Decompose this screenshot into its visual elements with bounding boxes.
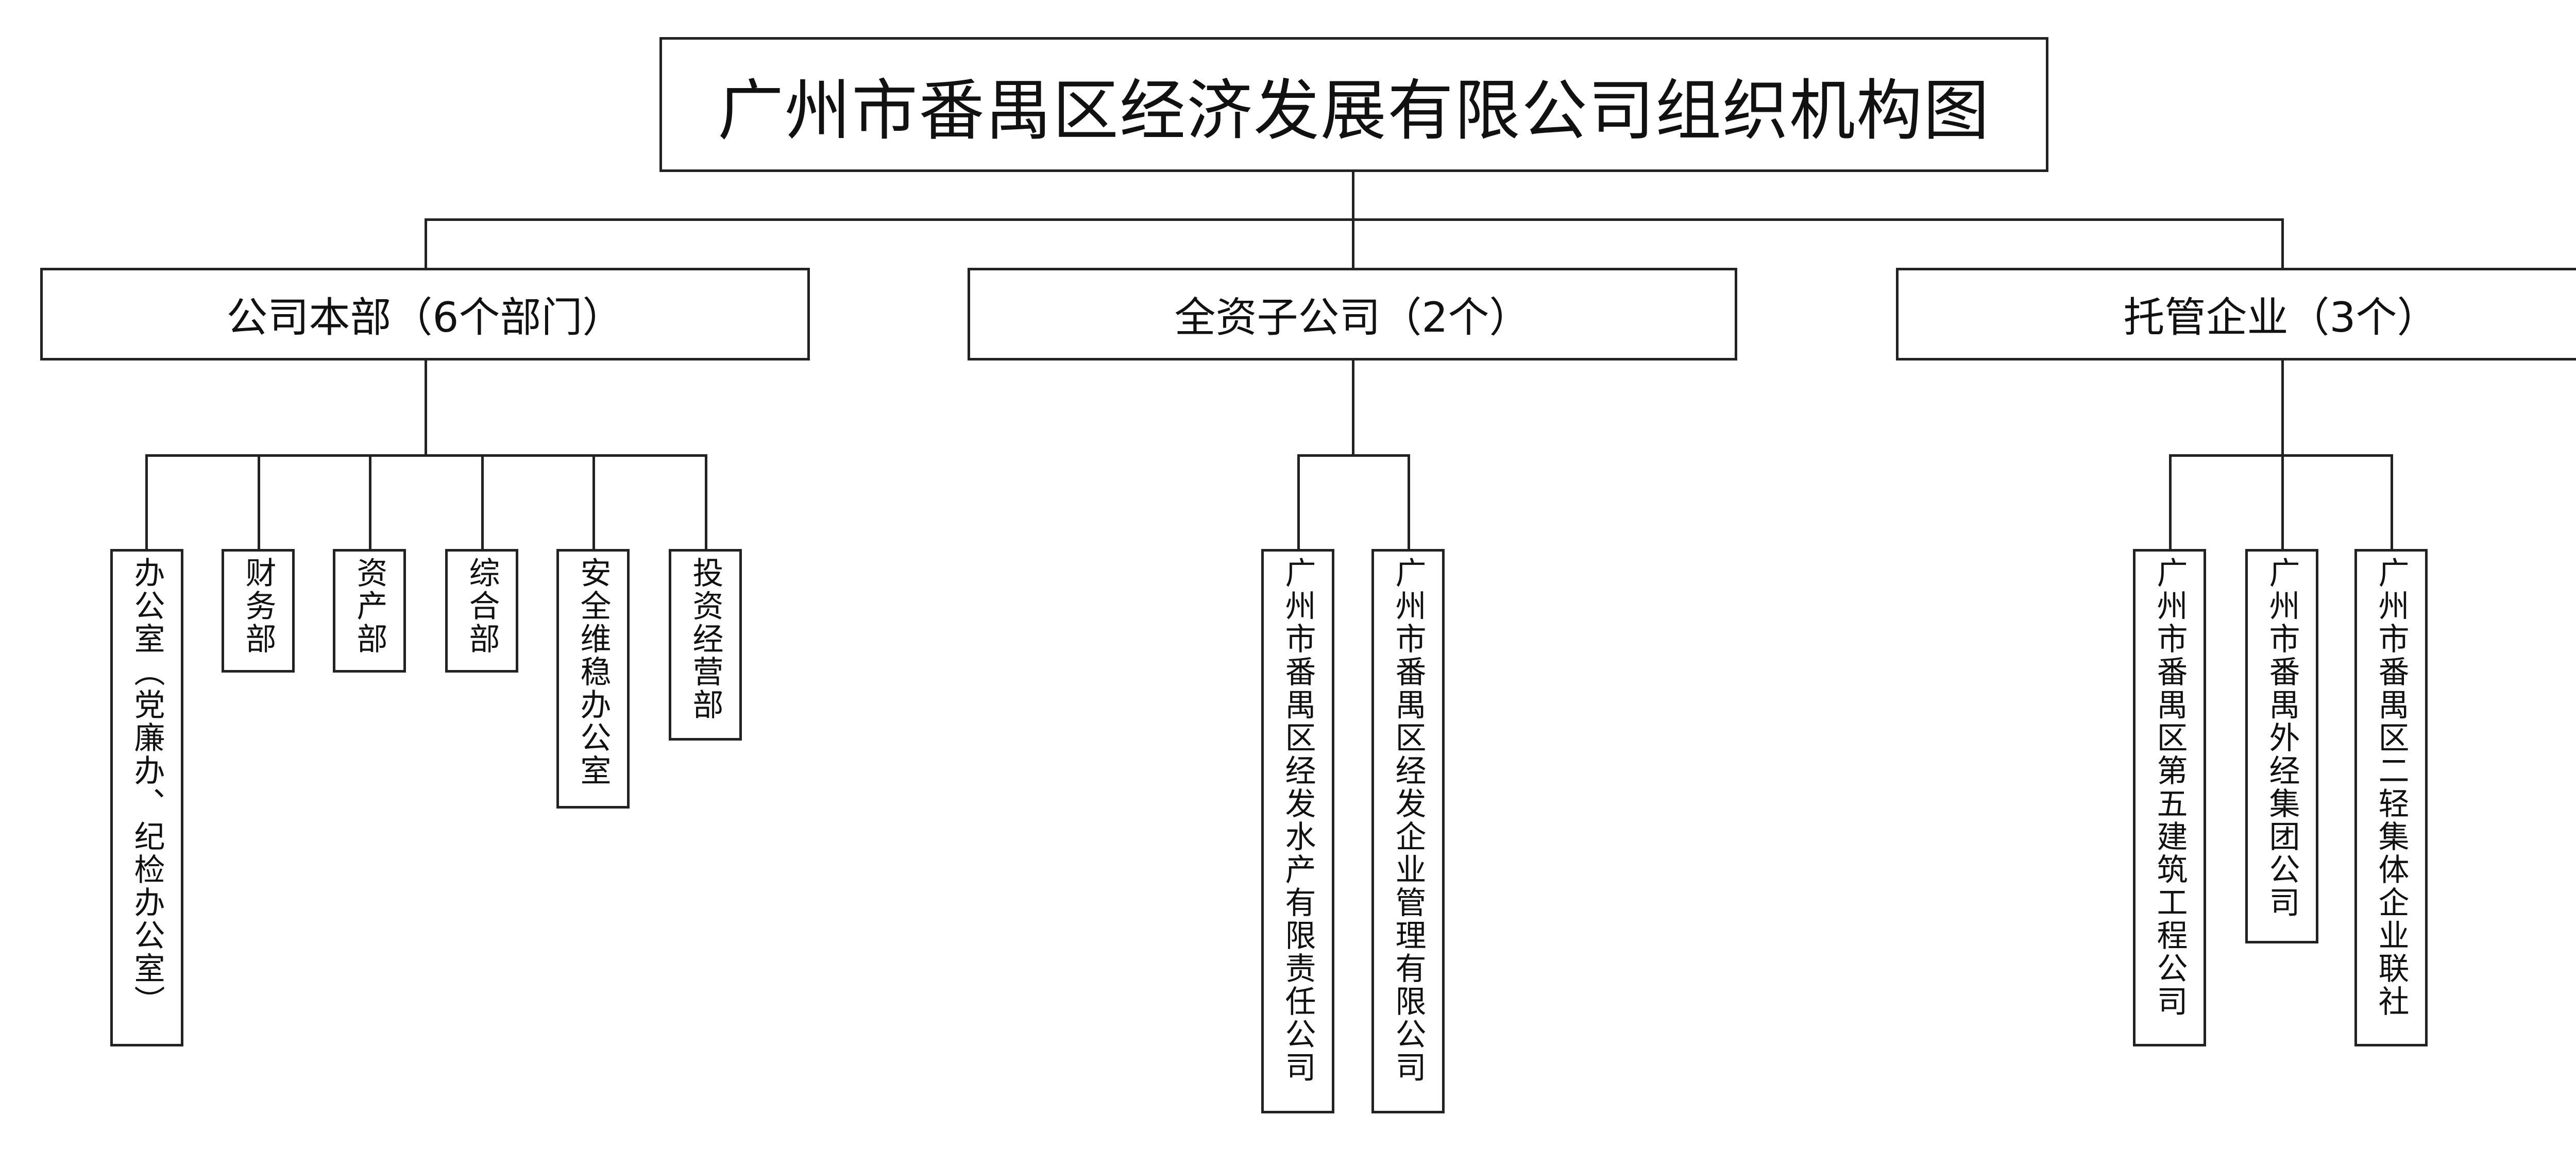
subsidiary-box: 广州市番禺区经发企业管理有限公司: [1371, 549, 1445, 1113]
managed-enterprise-label: 广州市番禺区第五建筑工程公司: [2151, 557, 2188, 1018]
connector-leaf-3-3: [2391, 454, 2393, 549]
department-box: 办公室（党廉办、纪检办公室）: [110, 549, 183, 1046]
connector-to-group-1: [425, 218, 427, 268]
connector-title-down: [1352, 172, 1354, 219]
managed-enterprise-box: 广州市番禺区第五建筑工程公司: [2133, 549, 2206, 1046]
department-label: 综合部: [464, 557, 500, 656]
connector-leaf-2-2: [1408, 454, 1410, 549]
group-label-subsidiaries: 全资子公司（2个）: [1174, 294, 1531, 341]
connector-group-1-bus: [145, 454, 707, 457]
connector-to-group-2: [1352, 218, 1354, 268]
subsidiary-box: 广州市番禺区经发水产有限责任公司: [1261, 549, 1334, 1113]
connector-leaf-1-3: [369, 454, 371, 549]
connector-leaf-1-1: [145, 454, 148, 549]
connector-leaf-2-1: [1297, 454, 1300, 549]
subsidiary-label: 广州市番禺区经发企业管理有限公司: [1390, 557, 1426, 1084]
department-box: 财务部: [222, 549, 295, 673]
connector-group-2-down: [1352, 360, 1354, 455]
department-box: 综合部: [445, 549, 518, 673]
connector-leaf-3-1: [2169, 454, 2172, 549]
group-box-headquarters: 公司本部（6个部门）: [40, 268, 810, 360]
managed-enterprise-box: 广州市番禺外经集团公司: [2245, 549, 2318, 943]
connector-group-2-bus: [1297, 454, 1410, 457]
department-label: 资产部: [351, 557, 387, 656]
org-chart-title-box: 广州市番禺区经济发展有限公司组织机构图: [659, 37, 2048, 172]
department-label: 安全维稳办公室: [575, 557, 611, 787]
connector-to-group-3: [2281, 218, 2284, 268]
department-label: 投资经营部: [687, 557, 723, 721]
connector-leaf-1-5: [592, 454, 595, 549]
department-label: 办公室（党廉办、纪检办公室）: [129, 557, 165, 1018]
group-box-managed-enterprises: 托管企业（3个）: [1896, 268, 2576, 360]
department-box: 资产部: [333, 549, 406, 673]
group-label-managed-enterprises: 托管企业（3个）: [2123, 294, 2438, 341]
group-label-headquarters: 公司本部（6个部门）: [226, 294, 624, 341]
connector-group-3-down: [2281, 360, 2284, 455]
group-box-subsidiaries: 全资子公司（2个）: [968, 268, 1737, 360]
connector-group-1-down: [425, 360, 427, 455]
org-chart-title: 广州市番禺区经济发展有限公司组织机构图: [717, 72, 1990, 149]
managed-enterprise-box: 广州市番禺区二轻集体企业联社: [2354, 549, 2428, 1046]
connector-leaf-1-2: [258, 454, 260, 549]
connector-leaf-1-4: [481, 454, 484, 549]
connector-group-3-bus: [2169, 454, 2393, 457]
department-box: 安全维稳办公室: [556, 549, 630, 809]
managed-enterprise-label: 广州市番禺外经集团公司: [2264, 557, 2300, 919]
department-box: 投资经营部: [669, 549, 742, 741]
department-label: 财务部: [240, 557, 276, 656]
subsidiary-label: 广州市番禺区经发水产有限责任公司: [1280, 557, 1316, 1084]
connector-leaf-3-2: [2281, 454, 2284, 549]
connector-leaf-1-6: [705, 454, 707, 549]
managed-enterprise-label: 广州市番禺区二轻集体企业联社: [2373, 557, 2409, 1018]
